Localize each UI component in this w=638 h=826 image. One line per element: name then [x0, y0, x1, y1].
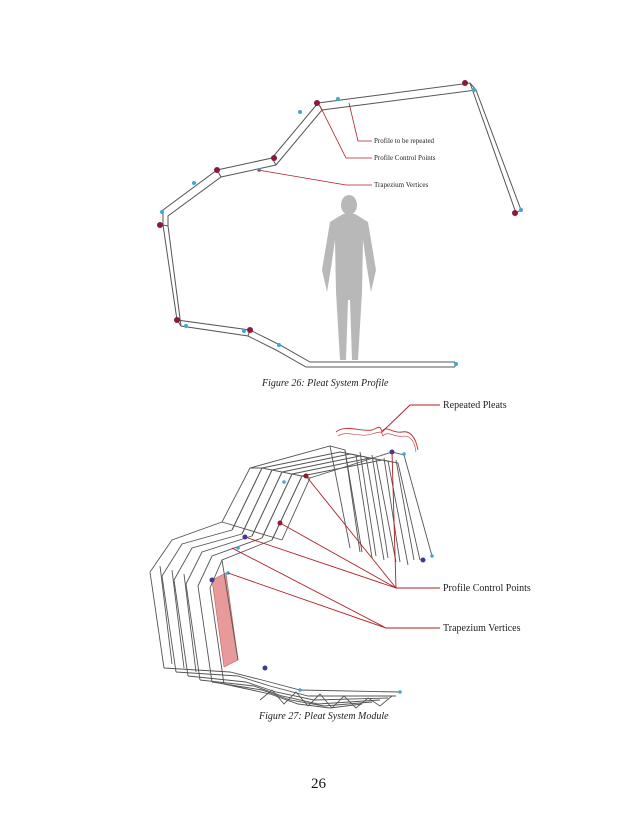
fig27-control-points — [209, 449, 426, 671]
label-repeated-pleats: Repeated Pleats — [443, 400, 507, 411]
fig26-leader-lines — [257, 102, 372, 186]
fig27-leader-lines — [227, 404, 440, 629]
label-fig27-profile-control-points: Profile Control Points — [443, 583, 531, 594]
pleat-module-wireframe — [149, 445, 433, 709]
fig27-trapezium-vertices — [226, 452, 434, 694]
figure-26-caption: Figure 26: Pleat System Profile — [262, 378, 389, 389]
label-profile-repeated: Profile to be repeated — [374, 137, 435, 145]
label-fig27-trapezium-vertices: Trapezium Vertices — [443, 623, 521, 634]
human-scale-silhouette — [322, 195, 376, 360]
label-profile-control-points: Profile Control Points — [374, 154, 436, 162]
pleat-system-profile-figure: Profile to be repeated Profile Control P… — [157, 80, 523, 368]
highlighted-trapezium-panel — [211, 572, 239, 668]
repeated-pleats-brace — [335, 426, 419, 451]
page-number: 26 — [311, 776, 326, 792]
trapezium-vertices — [160, 88, 523, 366]
figure-27-caption: Figure 27: Pleat System Module — [259, 711, 389, 722]
profile-control-points — [157, 80, 518, 333]
label-trapezium-vertices: Trapezium Vertices — [374, 181, 429, 189]
